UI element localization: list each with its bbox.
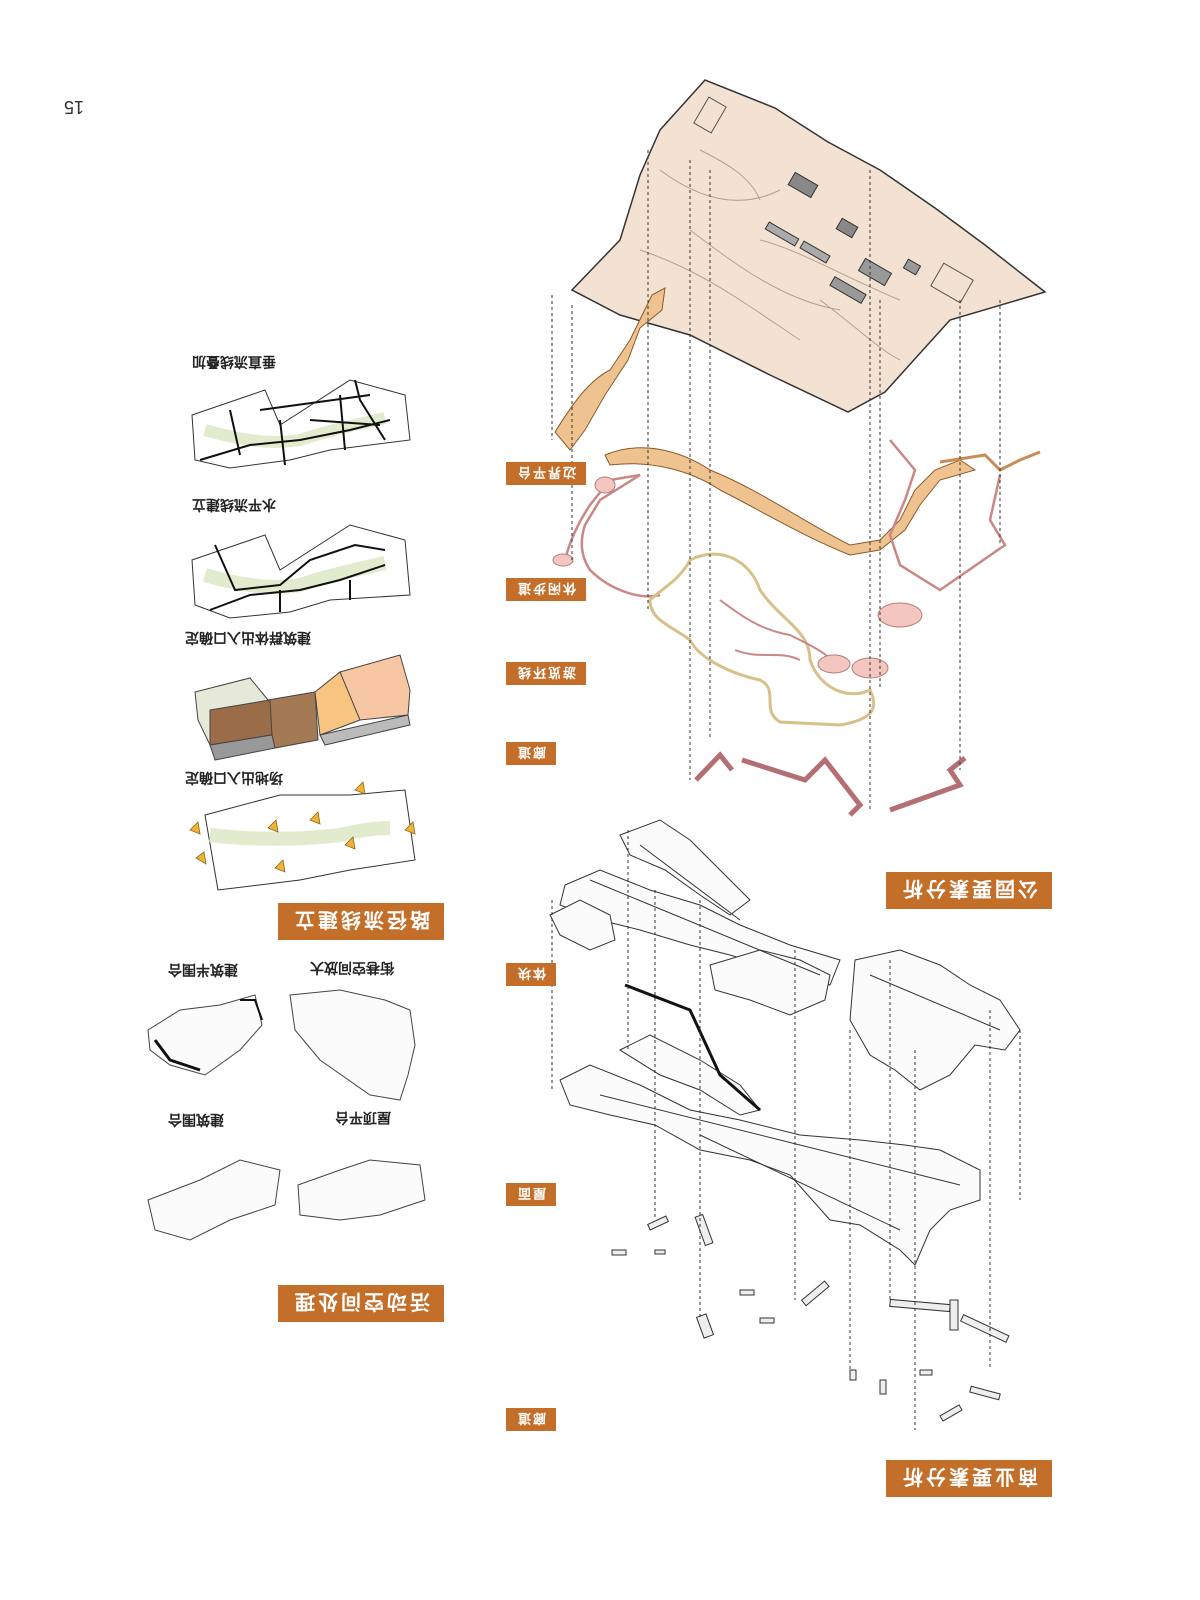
vertical-flow-diagram [191,379,411,469]
boundary-platform-layer [554,287,977,556]
caption-roof-platform: 屋顶平台 [335,1109,391,1125]
caption-building-entry: 建筑群体出入口确定 [185,629,311,645]
title-commercial-analysis: 商业要素分析 [886,1460,1052,1497]
label-park-corridor: 廊道 [506,742,557,765]
park-site-plan [570,79,1047,413]
commercial-mass-layer [549,819,1021,1091]
park-corridor-layer [694,751,967,817]
commercial-corridor-layer [611,1213,1010,1422]
label-commercial-roof: 屋面 [506,1183,557,1206]
label-commercial-mass: 体块 [506,963,557,986]
leisure-walkway-layer [563,439,1007,598]
caption-street-open: 街巷空间放大 [310,959,394,975]
caption-semi-courtyard: 建筑半围合 [168,961,238,977]
activity-space-diagrams [147,989,426,1241]
site-entry-diagram [189,781,416,891]
building-entry-diagram [194,654,411,761]
label-commercial-corridor: 廊道 [506,1408,557,1431]
page-number: 15 [64,97,85,117]
section-title-activity: 活动空间处理 [278,1285,444,1322]
caption-site-entry: 场地出入口确定 [185,769,283,785]
title-park-analysis: 公园要素分析 [886,872,1052,909]
label-leisure-walkway: 休闲步道 [506,578,587,601]
caption-horizontal-flow: 水平流线建立 [192,496,276,512]
label-boundary-platform: 边界平台 [506,462,587,485]
caption-vertical-flow: 垂直流线叠加 [192,353,276,369]
horizontal-flow-diagram [191,524,411,619]
caption-courtyard: 建筑围合 [168,1111,224,1127]
tour-loop-layer [648,552,876,727]
section-title-route: 路径流线建立 [278,903,444,940]
label-tour-loop: 游览环线 [506,662,587,685]
